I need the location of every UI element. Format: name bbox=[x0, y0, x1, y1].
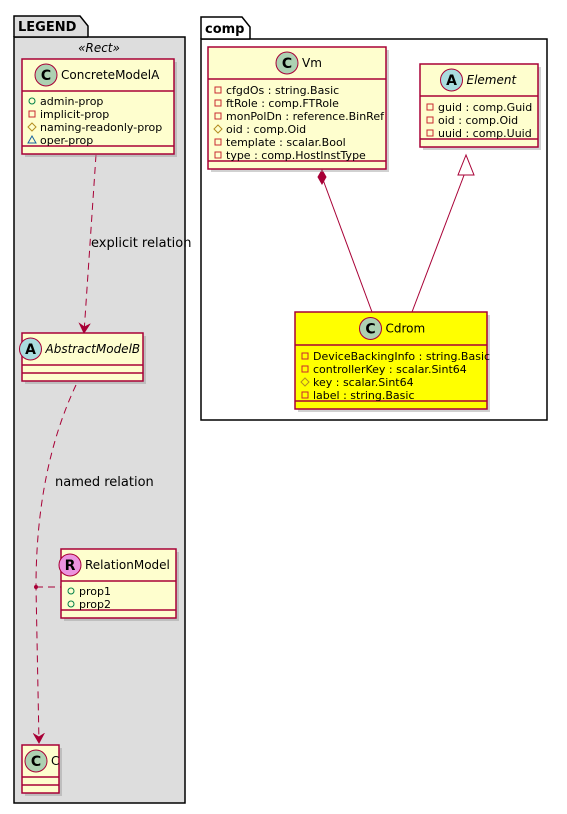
class-kind-icon bbox=[24, 749, 48, 773]
edge-cdrom-element bbox=[411, 169, 467, 313]
class-attribute: oid : comp.Oid bbox=[438, 114, 518, 127]
class-attribute: DeviceBackingInfo : string.Basic bbox=[313, 350, 490, 363]
class-name: ConcreteModelA bbox=[61, 68, 160, 82]
private-visibility-icon bbox=[28, 110, 36, 118]
class-attribute: admin-prop bbox=[40, 95, 103, 108]
public-visibility-icon bbox=[28, 97, 36, 105]
class-name: Cdrom bbox=[386, 322, 426, 336]
class-box bbox=[294, 311, 488, 410]
class-concrete-model-a: C ConcreteModelA admin-propimplicit-propna… bbox=[21, 58, 177, 157]
class-attribute: cfgdOs : string.Basic bbox=[226, 84, 339, 97]
class-attribute: monPolDn : reference.BinRef bbox=[226, 110, 385, 123]
class-kind-letter: R bbox=[65, 558, 76, 574]
class-name: Vm bbox=[302, 56, 322, 70]
public-visibility-icon bbox=[67, 587, 75, 595]
class-kind-icon bbox=[275, 51, 299, 75]
class-attribute: controllerKey : scalar.Sint64 bbox=[313, 363, 467, 376]
class-attribute: template : scalar.Bool bbox=[226, 136, 346, 149]
class-kind-letter: C bbox=[282, 56, 292, 72]
class-kind-icon bbox=[34, 63, 58, 87]
class-attribute: uuid : comp.Uuid bbox=[438, 127, 532, 140]
class-attribute: guid : comp.Guid bbox=[438, 101, 532, 114]
private-visibility-icon bbox=[426, 116, 434, 124]
package-legend-title: LEGEND bbox=[18, 20, 77, 35]
private-visibility-icon bbox=[214, 138, 222, 146]
class-attribute: oper-prop bbox=[40, 134, 93, 147]
class-kind-icon bbox=[19, 337, 42, 361]
class-attribute: key : scalar.Sint64 bbox=[313, 376, 414, 389]
edge-named-relation bbox=[36, 384, 77, 743]
public-visibility-icon bbox=[67, 600, 75, 608]
class-attribute: ftRole : comp.FTRole bbox=[226, 97, 339, 110]
class-attribute: naming-readonly-prop bbox=[40, 121, 162, 134]
private-visibility-icon bbox=[214, 99, 222, 107]
edge-named-relation-label: named relation bbox=[55, 475, 154, 490]
class-attribute: prop2 bbox=[79, 598, 111, 611]
class-name: Element bbox=[467, 73, 518, 87]
inheritance-triangle-icon bbox=[457, 153, 475, 176]
edge-explicit-relation bbox=[84, 154, 97, 333]
package-comp-title: comp bbox=[205, 22, 245, 37]
private-visibility-icon bbox=[301, 352, 309, 360]
class-attribute: oid : comp.Oid bbox=[226, 123, 306, 136]
class-kind-letter: C bbox=[31, 754, 41, 770]
private-visibility-icon bbox=[214, 86, 222, 94]
package-visibility-icon bbox=[27, 134, 37, 144]
protected-visibility-icon bbox=[213, 124, 223, 134]
class-attribute: label : string.Basic bbox=[313, 389, 415, 402]
composition-diamond-icon bbox=[317, 168, 327, 186]
class-kind-letter: A bbox=[446, 73, 457, 89]
class-kind-letter: C bbox=[41, 68, 51, 84]
class-box bbox=[21, 332, 144, 382]
edge-explicit-relation-label: explicit relation bbox=[91, 236, 191, 251]
class-abstract-model-b: A AbstractModelB bbox=[19, 332, 146, 384]
class-name: C bbox=[51, 754, 59, 768]
class-kind-letter: A bbox=[25, 342, 36, 358]
private-visibility-icon bbox=[426, 129, 434, 137]
class-name: AbstractModelB bbox=[45, 342, 141, 356]
private-visibility-icon bbox=[214, 112, 222, 120]
class-attribute: prop1 bbox=[79, 585, 111, 598]
class-kind-icon bbox=[58, 553, 82, 577]
package-legend: LEGEND «Rect» bbox=[13, 15, 186, 804]
relation-junction bbox=[34, 585, 38, 589]
private-visibility-icon bbox=[426, 103, 434, 111]
class-attribute: type : comp.HostInstType bbox=[226, 149, 366, 162]
private-visibility-icon bbox=[301, 391, 309, 399]
package-legend-stereotype: «Rect» bbox=[78, 41, 120, 55]
class-kind-icon bbox=[359, 317, 382, 340]
edge-vm-cdrom bbox=[321, 176, 373, 313]
relations: explicit relation named relation bbox=[34, 153, 475, 743]
class-attribute: implicit-prop bbox=[40, 108, 109, 121]
protected-visibility-icon bbox=[300, 377, 310, 387]
class-kind-letter: C bbox=[365, 322, 375, 338]
class-box bbox=[419, 63, 539, 148]
class-kind-icon bbox=[440, 68, 463, 92]
protected-visibility-icon bbox=[27, 122, 37, 132]
private-visibility-icon bbox=[301, 365, 309, 373]
class-name: RelationModel bbox=[85, 558, 170, 572]
private-visibility-icon bbox=[214, 151, 222, 159]
